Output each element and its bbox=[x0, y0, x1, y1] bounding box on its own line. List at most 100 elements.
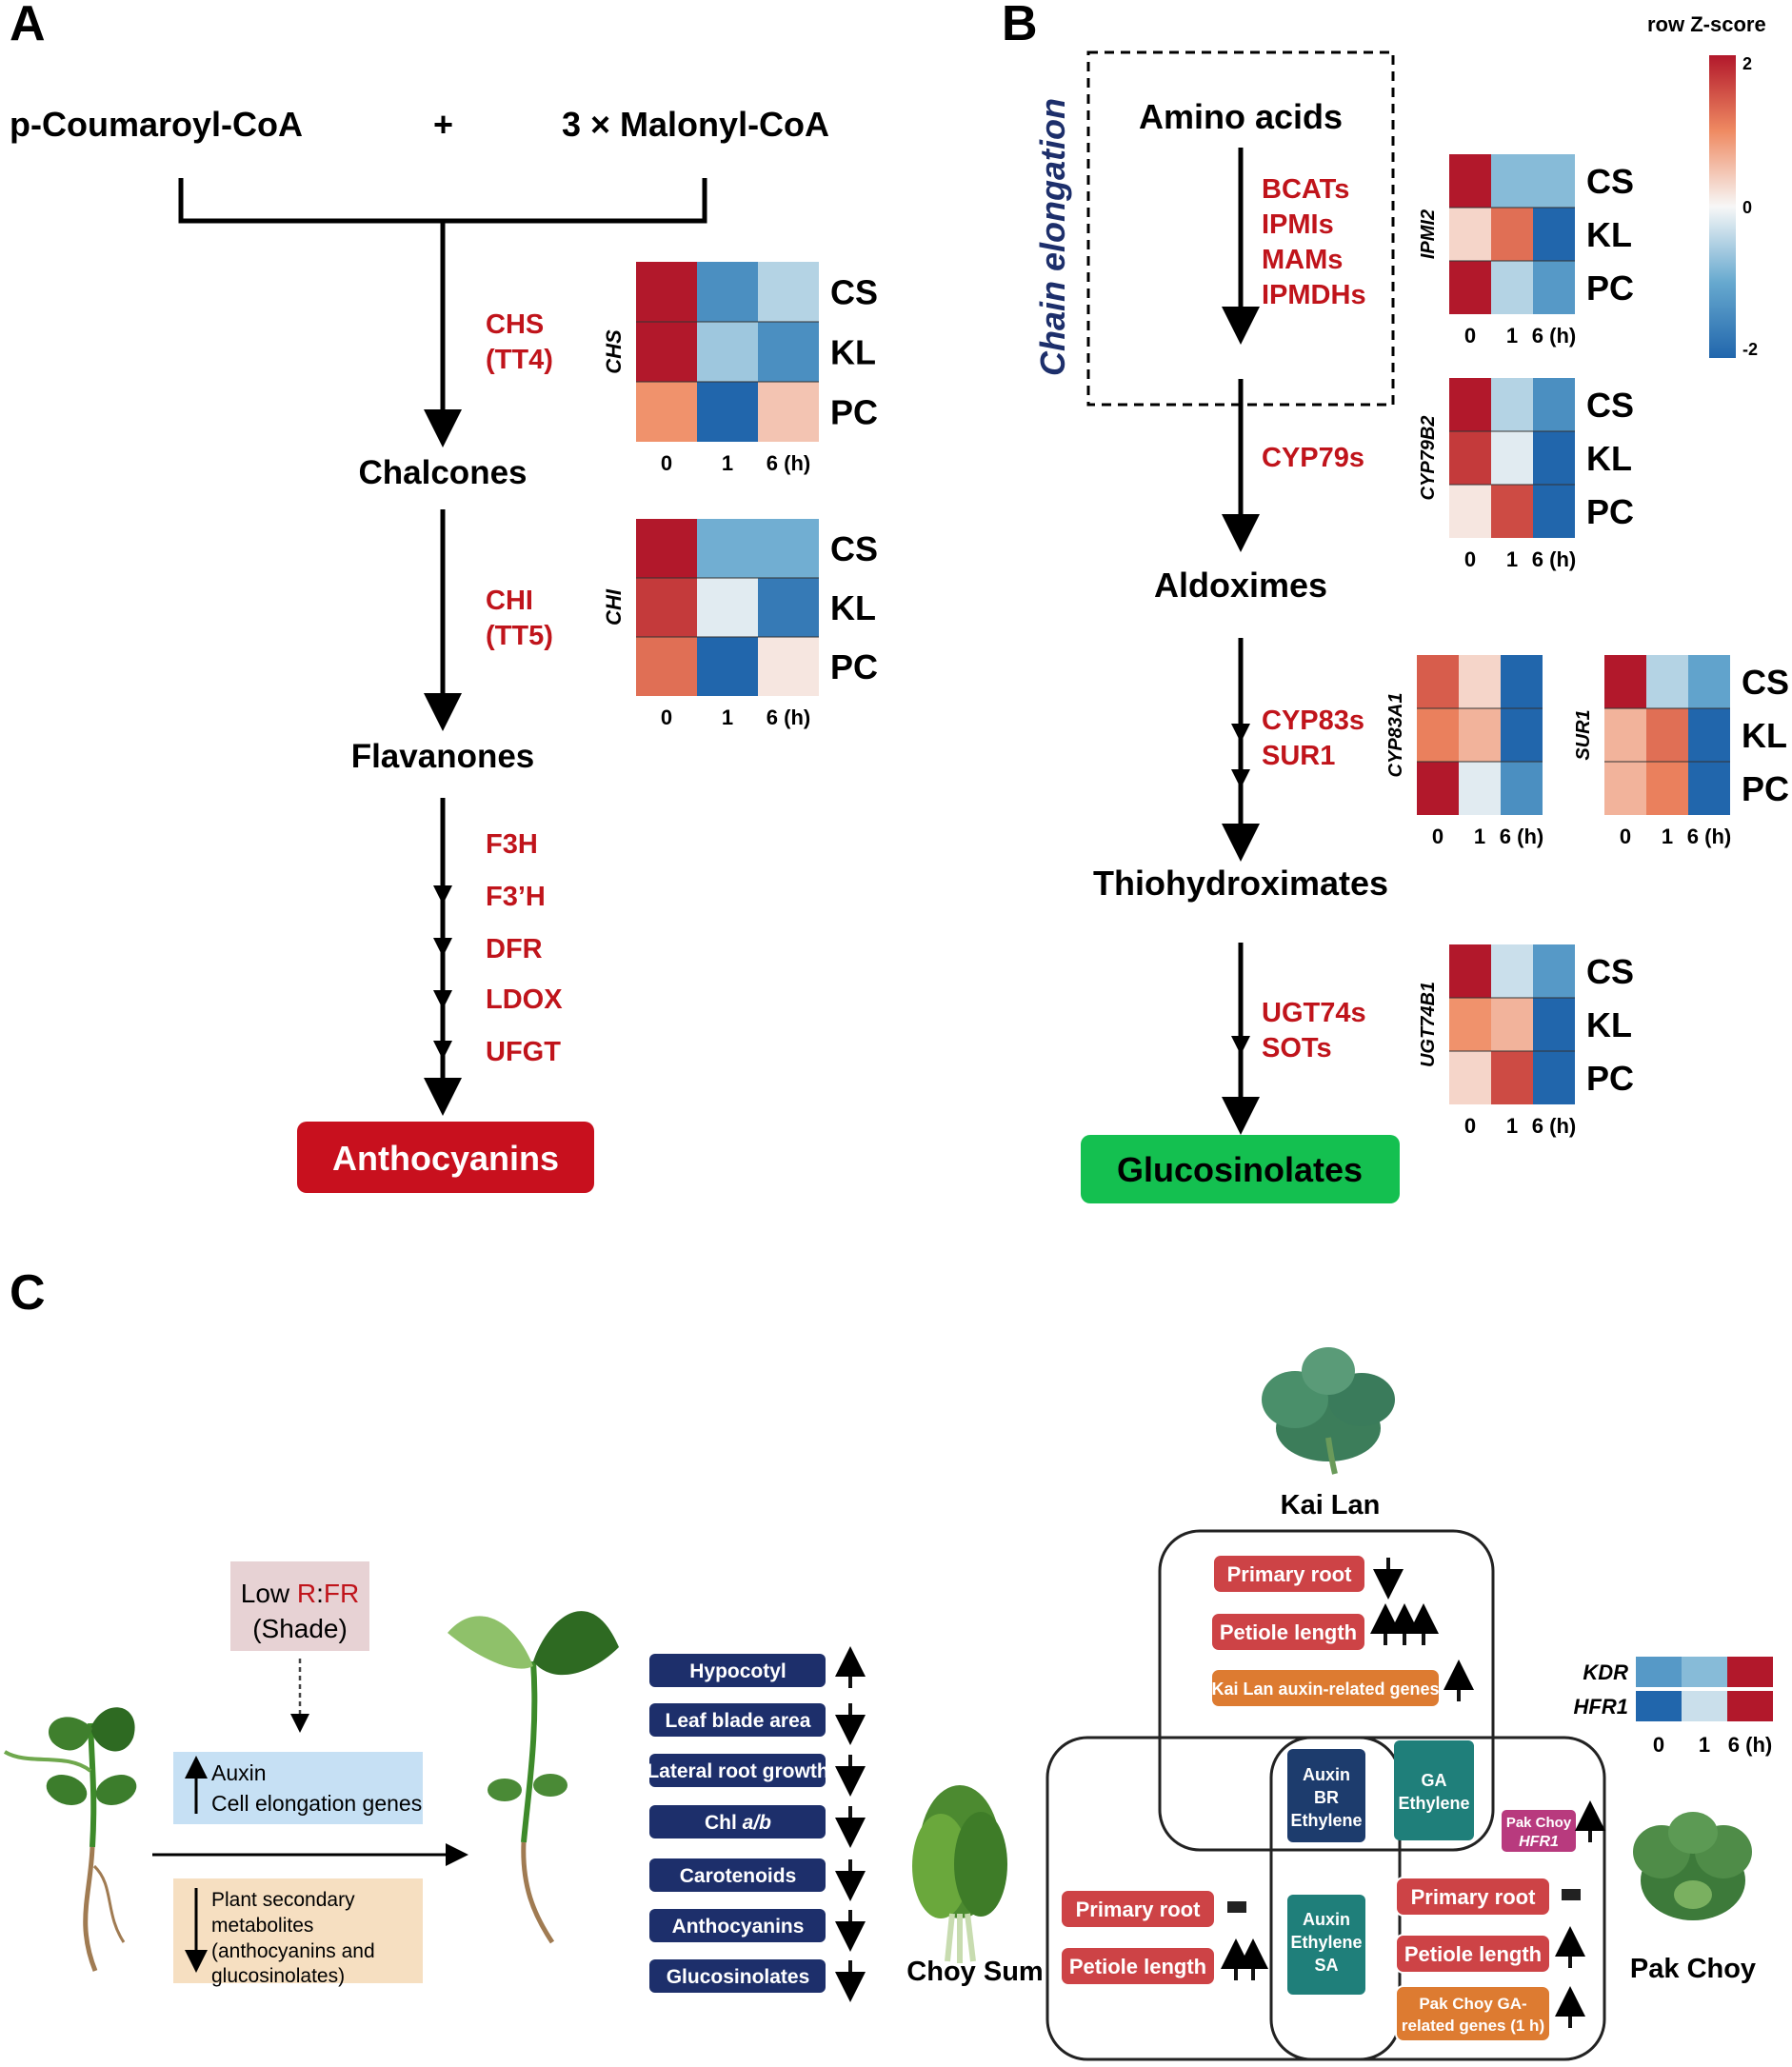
amino-acids: Amino acids bbox=[1139, 97, 1343, 136]
pc-hfr1-box bbox=[1500, 1808, 1578, 1854]
heatmap-row-label: KL bbox=[1586, 1005, 1632, 1044]
center-auxin-br-ethylene-box bbox=[1287, 1749, 1365, 1842]
heatmap-cell bbox=[1727, 1657, 1773, 1687]
trait-list: Hypocotyl Leaf blade area Lateral root g… bbox=[647, 1654, 829, 1993]
heatmap-cell bbox=[1449, 998, 1491, 1051]
heatmap-row-label: KDR bbox=[1583, 1660, 1628, 1684]
heatmap-row-label: KL bbox=[830, 333, 876, 372]
heatmap-col-label: 1 bbox=[1506, 324, 1518, 348]
heatmap-cell bbox=[1636, 1691, 1682, 1721]
step-arrowheads-b1 bbox=[1231, 724, 1250, 788]
heatmap-cell bbox=[1449, 208, 1491, 261]
heatmap-cell bbox=[1491, 154, 1533, 208]
heatmap-col-label: 6 (h) bbox=[1532, 324, 1576, 348]
kai-lan-label: Kai Lan bbox=[1281, 1490, 1381, 1520]
substrate-bracket bbox=[178, 178, 707, 224]
heatmap-row-label: CS bbox=[830, 273, 878, 312]
heatmap-cell bbox=[1449, 431, 1491, 485]
pak-choy-plant-image bbox=[1633, 1812, 1752, 1920]
metabolites-box bbox=[173, 1878, 423, 1983]
heatmap-cell bbox=[1417, 655, 1459, 708]
heatmap-cell bbox=[697, 578, 758, 637]
heatmap-cell bbox=[697, 262, 758, 322]
cell-elongation-label: Cell elongation genes bbox=[211, 1791, 422, 1816]
heatmap-gene-label: UGT74B1 bbox=[1418, 982, 1439, 1067]
enzyme-cyp79s: CYP79s bbox=[1262, 443, 1364, 473]
trait-label: Glucosinolates bbox=[667, 1966, 810, 1988]
legend-colorbar bbox=[1709, 55, 1736, 358]
enzyme-mams: MAMs bbox=[1262, 245, 1343, 275]
heatmap-row-label: CS bbox=[1586, 952, 1634, 991]
heatmap-cell bbox=[1417, 708, 1459, 762]
heatmap-cell bbox=[758, 382, 819, 442]
cs-petiole-box bbox=[1060, 1946, 1216, 1986]
anthocyanins-label: Anthocyanins bbox=[332, 1139, 559, 1178]
pc-petiole-box bbox=[1395, 1934, 1551, 1974]
heatmap-cell bbox=[1533, 998, 1575, 1051]
heatmap-row-label: KL bbox=[1586, 439, 1632, 478]
heatmap-col-label: 6 (h) bbox=[1500, 825, 1543, 848]
enzyme-sots: SOTs bbox=[1262, 1033, 1332, 1063]
trait-carotenoids: Carotenoids bbox=[649, 1858, 826, 1892]
enzyme-dfr: DFR bbox=[486, 934, 543, 964]
kl-auxin-genes-box bbox=[1210, 1668, 1441, 1708]
substrate-coumaroyl: p-Coumaroyl-CoA bbox=[10, 105, 303, 144]
heatmap-cell bbox=[1682, 1691, 1727, 1721]
heatmap-cell bbox=[1533, 431, 1575, 485]
heatmap-cell bbox=[697, 322, 758, 382]
anthocyanins-box bbox=[297, 1122, 594, 1193]
heatmap-col-label: 6 (h) bbox=[767, 706, 810, 729]
heatmap-cell bbox=[1449, 485, 1491, 538]
enzyme-ipmdhs: IPMDHs bbox=[1262, 280, 1366, 310]
heatmap-cell bbox=[1646, 762, 1688, 815]
product-flavanones: Flavanones bbox=[351, 738, 535, 775]
heatmap-gene-label: CHS bbox=[602, 329, 626, 374]
heatmap-cell bbox=[1449, 1051, 1491, 1104]
metabolites-line-3: (anthocyanins and bbox=[211, 1940, 375, 1962]
product-chalcones: Chalcones bbox=[359, 454, 528, 491]
heatmap-col-label: 1 bbox=[722, 706, 733, 729]
heatmap-cell bbox=[1491, 208, 1533, 261]
panel-b-label: B bbox=[1002, 0, 1038, 51]
heatmap-cell bbox=[1491, 1051, 1533, 1104]
trait-label: Leaf blade area bbox=[666, 1710, 811, 1732]
heatmap-cell bbox=[1491, 378, 1533, 431]
enzyme-chs: CHS bbox=[486, 309, 544, 340]
center-2-line-2: Ethylene bbox=[1398, 1794, 1469, 1813]
enzyme-cyp83s: CYP83s bbox=[1262, 706, 1364, 736]
auxin-label: Auxin bbox=[211, 1760, 267, 1785]
heatmap-col-label: 1 bbox=[1474, 825, 1485, 848]
heatmap-row-label: KL bbox=[830, 588, 876, 627]
product-aldoximes: Aldoximes bbox=[1154, 566, 1327, 605]
pak-choy-label: Pak Choy bbox=[1630, 1954, 1756, 1984]
center-2-line-1: GA bbox=[1422, 1771, 1447, 1790]
heatmap-cell bbox=[1501, 762, 1543, 815]
legend-title: row Z-score bbox=[1647, 12, 1766, 36]
heatmap-cell bbox=[758, 262, 819, 322]
kl-primary-root-label: Primary root bbox=[1227, 1562, 1352, 1586]
trait-hypocotyl: Hypocotyl bbox=[649, 1654, 826, 1687]
step-arrowhead-b2 bbox=[1231, 1036, 1250, 1055]
legend-min: -2 bbox=[1742, 340, 1758, 359]
heatmap-cell bbox=[697, 637, 758, 696]
center-ga-ethylene-box bbox=[1394, 1740, 1474, 1840]
heatmap-cell bbox=[1491, 944, 1533, 998]
heatmap-cell bbox=[758, 519, 819, 578]
heatmap-cell bbox=[1533, 154, 1575, 208]
pc-ga-genes-line-1: Pak Choy GA- bbox=[1419, 1995, 1526, 2013]
pc-primary-root-label: Primary root bbox=[1411, 1885, 1536, 1909]
heatmap-cell bbox=[1533, 1051, 1575, 1104]
heatmap-cell bbox=[1533, 208, 1575, 261]
trait-leaf-blade-area: Leaf blade area bbox=[649, 1703, 826, 1737]
product-thiohydroximates: Thiohydroximates bbox=[1093, 864, 1388, 903]
auxin-box bbox=[173, 1752, 423, 1824]
heatmap-cell bbox=[1449, 154, 1491, 208]
heatmap-cell bbox=[1459, 708, 1501, 762]
heatmap-row-label: PC bbox=[1586, 1059, 1634, 1098]
pc-ga-genes-box bbox=[1395, 1985, 1551, 2042]
enzyme-sur1: SUR1 bbox=[1262, 741, 1335, 771]
heatmap-cell bbox=[1533, 261, 1575, 314]
heatmap-cell bbox=[636, 637, 697, 696]
